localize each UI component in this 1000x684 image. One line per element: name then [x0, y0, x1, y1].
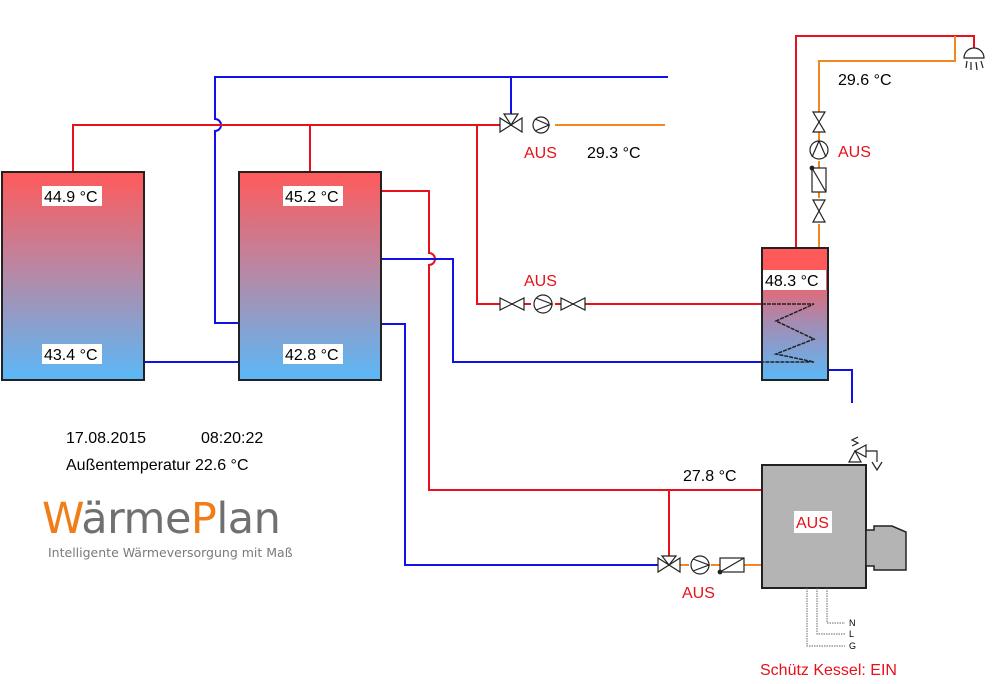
heat-exchanger-coil-icon	[762, 303, 816, 363]
waermeplan-logo: WärmePlan Intelligente Wärmeversorgung m…	[42, 498, 293, 561]
hot-pipe-dhw-loading	[476, 125, 762, 305]
heating-mixing-valve-icon[interactable]	[499, 113, 523, 134]
cold-pipe-dhw-outlet	[828, 369, 853, 403]
dhw-tank-temp: 48.3 °C	[765, 273, 819, 290]
logo-wordmark: WärmePlan	[42, 498, 293, 541]
circulation-valve-top-icon[interactable]	[811, 111, 827, 133]
safety-valve-icon	[847, 436, 883, 472]
boiler-status: AUS	[796, 515, 829, 532]
tank2-top-temp: 45.2 °C	[285, 189, 339, 206]
logo-p: P	[190, 494, 217, 544]
cold-pipe-dhw-return	[381, 258, 762, 363]
terminal-l: L	[849, 629, 854, 639]
logo-aerme: ärme	[81, 494, 191, 544]
circulation-pipe	[818, 36, 956, 248]
boiler-wiring	[806, 588, 845, 647]
temp-label-boxes	[42, 186, 826, 364]
heating-flow-temp: 29.3 °C	[587, 145, 641, 162]
hot-pipe-boiler-loop	[381, 190, 762, 491]
circulation-valve-bottom-icon[interactable]	[811, 199, 827, 223]
terminal-n: N	[849, 618, 856, 628]
circulation-pump-icon[interactable]	[809, 139, 829, 160]
cold-pipe-boiler-return	[381, 323, 658, 566]
logo-lan: lan	[216, 494, 281, 544]
dhw-loading-valve-2-icon[interactable]	[560, 297, 586, 311]
check-valve-icon	[809, 165, 827, 193]
dhw-loading-valve-1-icon[interactable]	[499, 297, 525, 311]
tank1-top-temp: 44.9 °C	[44, 189, 98, 206]
dhw-loading-pump-status: AUS	[524, 273, 557, 290]
outdoor-temperature: Außentemperatur 22.6 °C	[66, 457, 249, 474]
tank1-bottom-temp: 43.4 °C	[44, 347, 98, 364]
boiler-pump-status: AUS	[682, 585, 715, 602]
boiler-flow-temp: 27.8 °C	[683, 468, 737, 485]
boiler-mixing-valve-icon[interactable]	[657, 555, 681, 574]
burner-icon	[865, 525, 907, 571]
shower-tap-icon	[963, 47, 985, 71]
boiler-pump-icon[interactable]	[690, 555, 711, 575]
dhw-loading-pump-icon[interactable]	[533, 294, 554, 314]
circulation-pump-status: AUS	[838, 144, 871, 161]
date: 17.08.2015	[66, 430, 147, 447]
heating-pump-icon[interactable]	[532, 116, 551, 134]
logo-w: W	[42, 494, 82, 544]
circulation-temp: 29.6 °C	[838, 72, 892, 89]
hot-pipe-main-flow	[72, 124, 500, 172]
flow-meter-icon	[717, 557, 745, 575]
heating-pump-status: AUS	[524, 145, 557, 162]
tank2-bottom-temp: 42.8 °C	[285, 347, 339, 364]
dhw-tank	[761, 247, 829, 381]
hot-pipe-dhw-tap	[795, 35, 975, 248]
logo-tagline: Intelligente Wärmeversorgung mit Maß	[48, 545, 293, 560]
time: 08:20:22	[201, 430, 264, 447]
boiler-contactor-status: Schütz Kessel: EIN	[760, 662, 897, 679]
terminal-g: G	[849, 641, 856, 651]
